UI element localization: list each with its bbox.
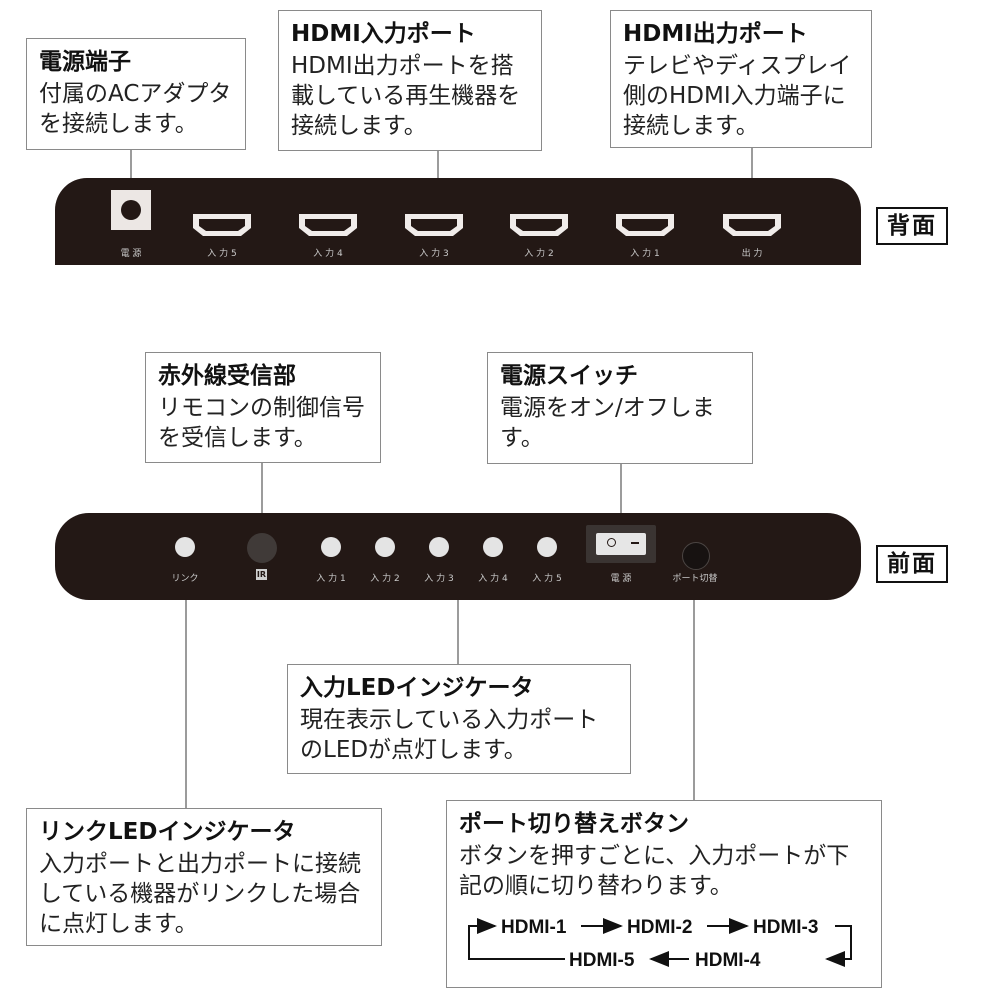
label-power: 電 源: [610, 574, 632, 584]
input-led-3: [429, 537, 449, 557]
seq-arrow-3-4: [825, 925, 852, 967]
front-panel-device: リンク IR 入 力 1 入 力 2 入 力 3 入 力 4 入 力 5 電 源…: [55, 513, 861, 600]
label-in4: 入 力 4: [478, 574, 508, 584]
label-link: リンク: [171, 574, 199, 584]
tag-front-panel: 前面: [876, 545, 948, 583]
hdmi-port-in5[interactable]: [191, 212, 253, 238]
hdmi-port-in1[interactable]: [614, 212, 676, 238]
callout-body: リモコンの制御信号を受信します。: [158, 395, 365, 451]
callout-title: 電源スイッチ: [500, 363, 638, 389]
callout-ir-receiver: 赤外線受信部 リモコンの制御信号を受信します。: [145, 352, 381, 463]
callout-title: ポート切り替えボタン: [459, 811, 689, 837]
label-in2: 入 力 2: [370, 574, 400, 584]
label-in1: 入 力 1: [316, 574, 346, 584]
callout-power-switch: 電源スイッチ 電源をオン/オフします。: [487, 352, 753, 464]
callout-body: 付属のACアダプタを接続します。: [39, 81, 232, 137]
off-symbol-icon: [607, 538, 616, 547]
tag-back-panel: 背面: [876, 207, 948, 245]
dc-power-jack[interactable]: [111, 190, 151, 230]
hdmi-port-in2[interactable]: [508, 212, 570, 238]
seq-hdmi-3: HDMI-3: [753, 917, 818, 938]
input-led-2: [375, 537, 395, 557]
ir-receiver-window: [247, 533, 277, 563]
label-in5: 入 力 5: [532, 574, 562, 584]
callout-title: HDMI出力ポート: [623, 21, 808, 47]
callout-hdmi-inputs: HDMI入力ポート HDMI出力ポートを搭載している再生機器を接続します。: [278, 10, 542, 151]
seq-arrow-5-1: [468, 918, 565, 960]
callout-body: 入力ポートと出力ポートに接続している機器がリンクした場合に点灯します。: [39, 851, 361, 937]
power-rocker-switch[interactable]: [586, 525, 656, 563]
label-port-switch: ポート切替: [672, 574, 718, 584]
callout-body: 電源をオン/オフします。: [500, 395, 715, 451]
callout-link-led: リンクLEDインジケータ 入力ポートと出力ポートに接続している機器がリンクした場…: [26, 808, 382, 946]
callout-title: 赤外線受信部: [158, 363, 296, 389]
callout-input-led: 入力LEDインジケータ 現在表示している入力ポートのLEDが点灯します。: [287, 664, 631, 774]
callout-title: リンクLEDインジケータ: [39, 819, 296, 845]
label-in4: 入 力 4: [313, 249, 343, 259]
port-switch-button[interactable]: [682, 542, 710, 570]
label-in3: 入 力 3: [424, 574, 454, 584]
callout-hdmi-output: HDMI出力ポート テレビやディスプレイ側のHDMI入力端子に接続します。: [610, 10, 872, 148]
callout-body: ボタンを押すごとに、入力ポートが下記の順に切り替わります。: [459, 843, 850, 899]
callout-title: 電源端子: [39, 49, 131, 75]
callout-body: テレビやディスプレイ側のHDMI入力端子に接続します。: [623, 53, 852, 139]
input-led-5: [537, 537, 557, 557]
hdmi-port-in3[interactable]: [403, 212, 465, 238]
callout-title: HDMI入力ポート: [291, 21, 476, 47]
hdmi-port-out[interactable]: [721, 212, 783, 238]
label-in3: 入 力 3: [419, 249, 449, 259]
back-panel-device: 電 源 入 力 5 入 力 4 入 力 3 入 力 2 入 力 1: [55, 178, 861, 265]
callout-body: 現在表示している入力ポートのLEDが点灯します。: [300, 707, 599, 763]
switch-face: [596, 533, 646, 555]
label-in2: 入 力 2: [524, 249, 554, 259]
label-in1: 入 力 1: [630, 249, 660, 259]
seq-hdmi-4: HDMI-4: [695, 950, 761, 971]
hdmi-port-in4[interactable]: [297, 212, 359, 238]
input-led-4: [483, 537, 503, 557]
callout-port-switch-button: ポート切り替えボタン ボタンを押すごとに、入力ポートが下記の順に切り替わります。…: [446, 800, 882, 988]
link-led: [175, 537, 195, 557]
ir-badge: IR: [256, 569, 267, 580]
label-out: 出 力: [741, 249, 763, 259]
on-symbol-icon: [631, 542, 639, 544]
callout-power-terminal: 電源端子 付属のACアダプタを接続します。: [26, 38, 246, 150]
callout-body: HDMI出力ポートを搭載している再生機器を接続します。: [291, 53, 521, 139]
label-power: 電 源: [120, 249, 142, 259]
label-in5: 入 力 5: [207, 249, 237, 259]
callout-title: 入力LEDインジケータ: [300, 675, 534, 701]
switch-sequence-diagram: HDMI-1 HDMI-2 HDMI-3 HDMI-5 HDMI-4: [468, 917, 852, 971]
input-led-1: [321, 537, 341, 557]
seq-hdmi-5: HDMI-5: [569, 950, 635, 971]
seq-hdmi-2: HDMI-2: [627, 917, 692, 938]
seq-hdmi-1: HDMI-1: [501, 917, 567, 938]
